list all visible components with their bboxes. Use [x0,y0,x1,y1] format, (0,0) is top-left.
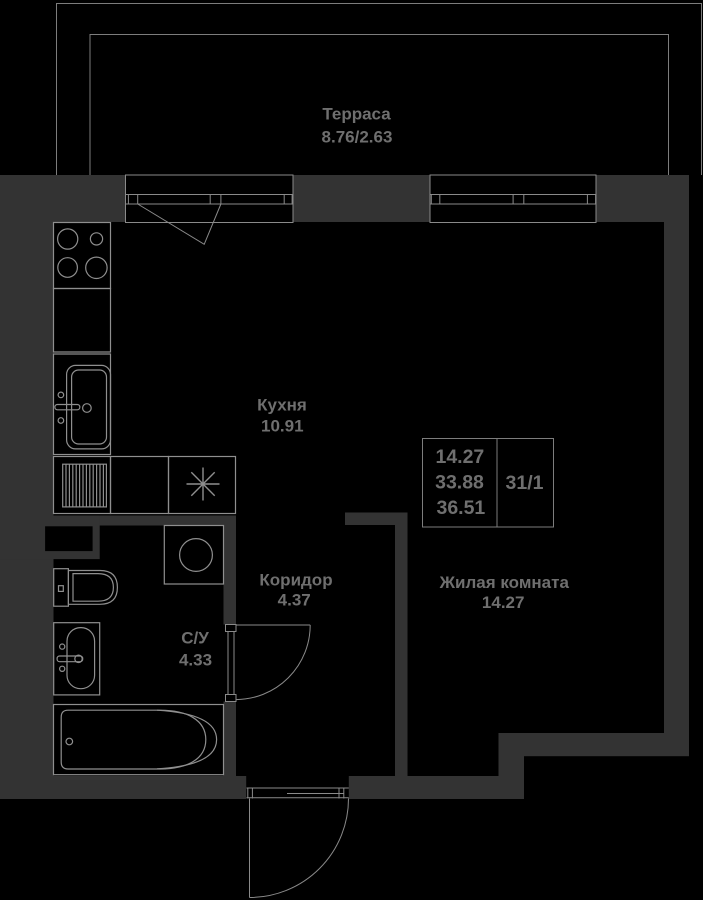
toilet-icon [53,568,119,607]
wall-bottom-left-of-entrance [0,776,247,799]
terrace-area: 8.76/2.63 [322,128,393,147]
washing-machine-icon [163,524,225,585]
bathtub-icon [52,703,225,776]
door-swing-icon [249,798,349,898]
living-window-icon [429,174,597,223]
window-opening-symbol [137,203,222,246]
corridor-area: 4.37 [278,591,311,610]
living-label: Жилая комната [439,573,570,592]
wall-right-exterior [664,175,689,756]
wall-bathroom-right-lower [223,701,236,776]
walls [0,175,689,799]
info-living-area: 14.27 [435,446,484,468]
wall-partition-stub [345,512,408,525]
wall-bottom-right-of-entrance [348,776,524,799]
wall-bathroom-top [0,515,236,526]
wall-bathroom-right-upper [223,525,236,625]
bathroom-label: С/У [181,629,209,648]
room-labels: Терраса 8.76/2.63 Кухня 10.91 Коридор 4.… [179,105,570,670]
info-total-area: 33.88 [435,472,484,494]
wall-left-exterior [0,175,54,799]
bathroom-door-icon [225,624,311,702]
duct-niche [45,526,93,552]
terrace-label: Терраса [322,105,391,124]
info-total-with-terrace: 36.51 [436,497,485,519]
entrance-door-icon [246,787,349,898]
door-swing-icon [235,624,311,701]
info-unit-number: 31/1 [506,472,544,494]
info-box: 14.27 33.88 36.51 31/1 [422,438,554,528]
terrace-outline [56,3,702,175]
kitchen-label: Кухня [257,396,307,415]
bathroom-area: 4.33 [179,651,212,670]
corridor-label: Коридор [259,571,332,590]
wall-bottom-living [498,733,689,757]
living-area: 14.27 [482,593,525,612]
wall-living-left [395,512,408,776]
asterisk-symbol-icon [186,467,220,501]
washbasin-icon [53,622,101,696]
appliance-hatch-icon [62,463,108,508]
kitchen-area: 10.91 [261,417,304,436]
kitchen-window-icon [125,174,294,246]
stove-icon [56,228,108,280]
kitchen-sink-icon [54,364,112,450]
